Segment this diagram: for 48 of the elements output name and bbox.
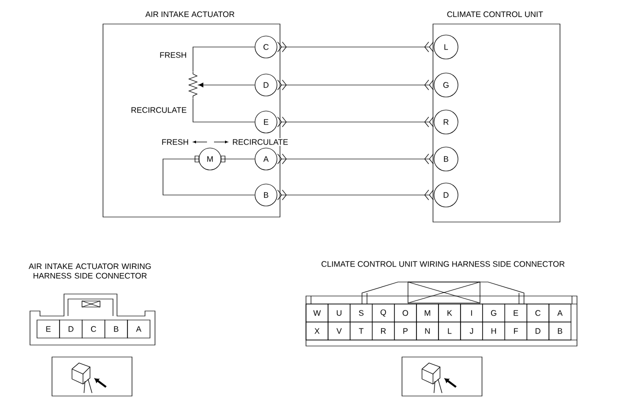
pin-cell: W bbox=[306, 304, 328, 322]
pin-cell: E bbox=[36, 320, 60, 338]
position-label: FRESH bbox=[162, 139, 188, 145]
pin-cell: G bbox=[482, 304, 506, 322]
wire bbox=[277, 80, 434, 90]
pin-cell: E bbox=[504, 304, 528, 322]
pin-cell: F bbox=[504, 322, 528, 340]
wire bbox=[192, 98, 255, 122]
connector-heading: CLIMATE CONTROL UNIT WIRING HARNESS SIDE CONNECTOR bbox=[322, 261, 564, 267]
pin-cell: X bbox=[306, 322, 328, 340]
pin-cell: B bbox=[548, 322, 572, 340]
pin-cell: D bbox=[59, 320, 82, 338]
node-label: CLIMATE CONTROL UNIT bbox=[447, 11, 543, 18]
pin-cell: N bbox=[416, 322, 439, 340]
pin-cell: C bbox=[82, 320, 106, 338]
wire bbox=[277, 42, 434, 52]
node-label: AIR INTAKE ACTUATOR bbox=[145, 11, 234, 18]
position-label: RECIRCULATE bbox=[231, 138, 290, 146]
position-label: RECIRCULATE bbox=[132, 107, 186, 113]
pin-cell: H bbox=[482, 322, 506, 340]
resistor-symbol bbox=[188, 72, 198, 98]
connector-heading: AIR INTAKE ACTUATOR WIRING HARNESS SIDE CONNECTOR bbox=[28, 263, 151, 279]
wire bbox=[221, 158, 255, 160]
pin-cell: C bbox=[526, 304, 550, 322]
pin-cell: D bbox=[526, 322, 550, 340]
wire bbox=[198, 82, 255, 88]
pin-cell: R bbox=[372, 322, 395, 340]
wire bbox=[277, 116, 434, 128]
pin-cell: B bbox=[104, 320, 128, 338]
pin-cell: A bbox=[548, 304, 572, 322]
pin-cell: V bbox=[328, 322, 350, 340]
pin-cell: I bbox=[460, 304, 483, 322]
wire bbox=[162, 158, 255, 196]
pin-cell: S bbox=[350, 304, 373, 322]
wire bbox=[192, 46, 255, 72]
pin-cell: A bbox=[127, 320, 150, 338]
pin-cell: K bbox=[438, 304, 461, 322]
pin-cell: M bbox=[416, 304, 439, 322]
pin-cell: T bbox=[350, 322, 373, 340]
pin-cell: L bbox=[438, 322, 461, 340]
pin-cell: U bbox=[328, 304, 350, 322]
position-label: FRESH bbox=[160, 52, 186, 58]
pin-cell: O bbox=[394, 304, 417, 322]
wire bbox=[277, 154, 434, 164]
pin-cell: P bbox=[394, 322, 417, 340]
pin-cell: Q bbox=[372, 304, 395, 322]
pin-cell: J bbox=[460, 322, 483, 340]
wire bbox=[277, 190, 434, 200]
